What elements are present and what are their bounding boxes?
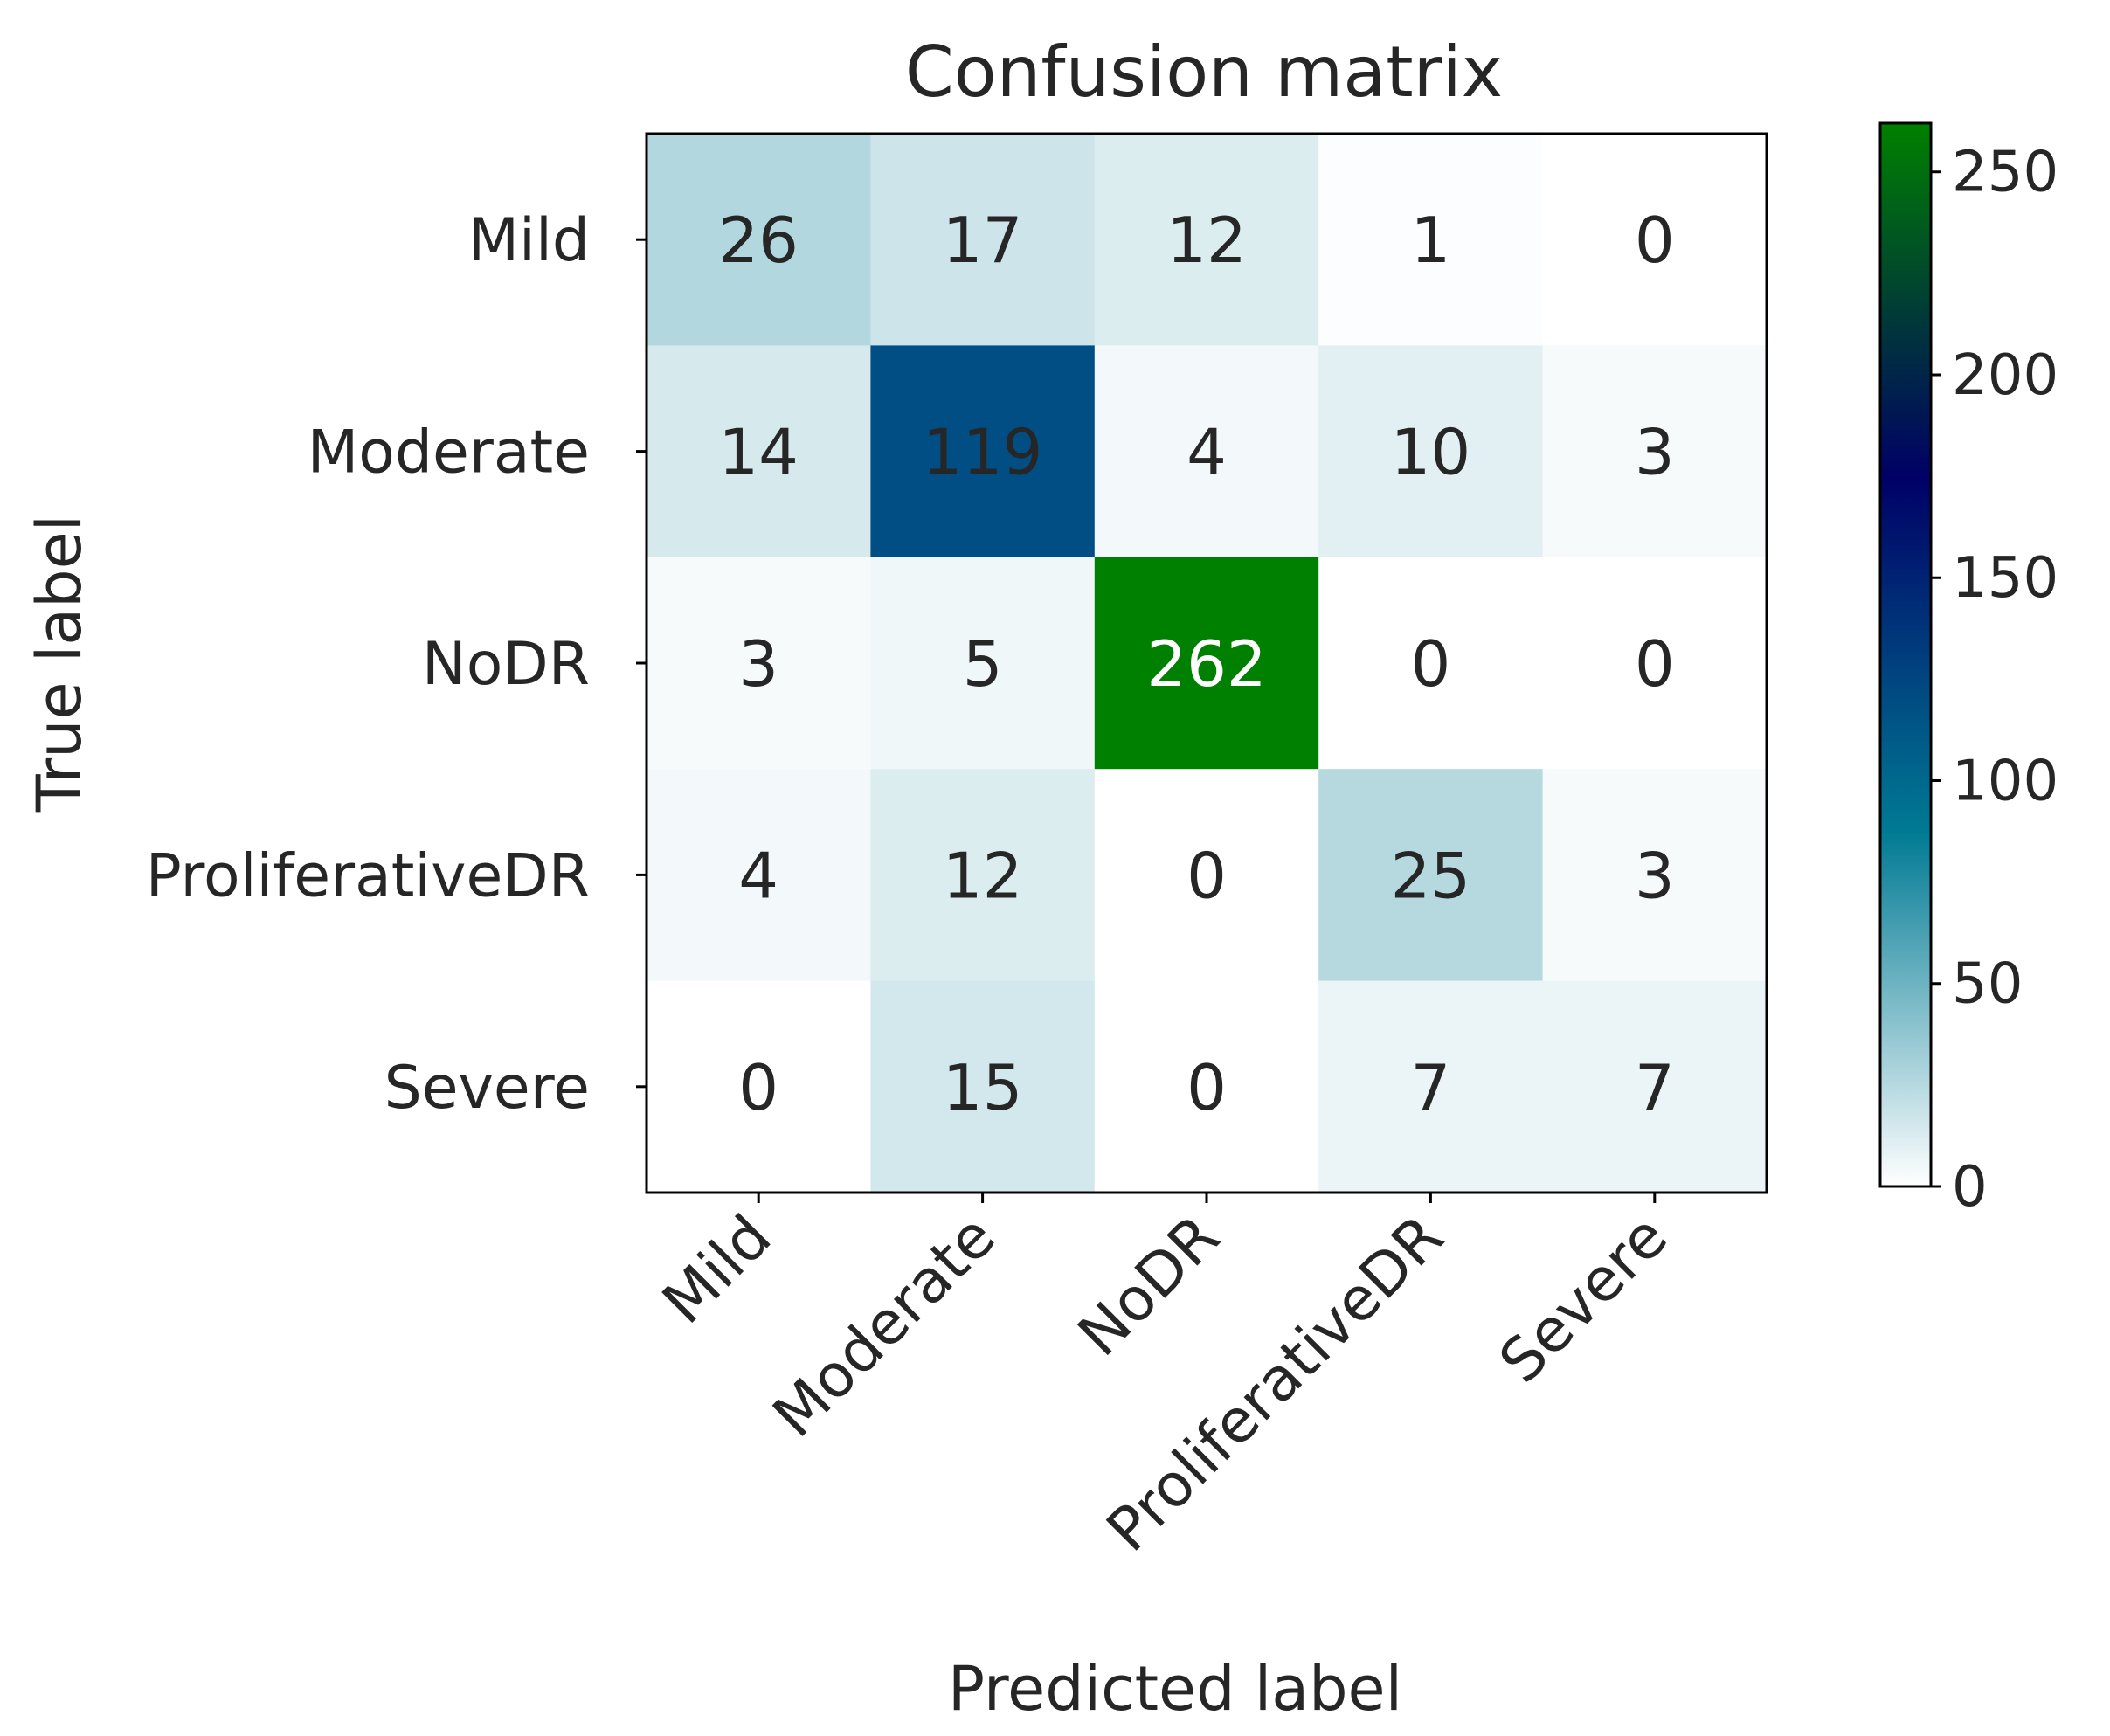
heatmap-cell xyxy=(870,345,1096,558)
heatmap-cell xyxy=(1542,769,1768,982)
cell-value-label: 0 xyxy=(1186,839,1227,912)
chart-title: Confusion matrix xyxy=(905,31,1503,113)
heatmap-cell xyxy=(647,980,871,1193)
cell-value-label: 0 xyxy=(1635,627,1675,701)
heatmap-cell xyxy=(647,345,871,558)
heatmap-cell xyxy=(1094,134,1319,346)
y-axis-label: True label xyxy=(24,515,95,813)
heatmap-cell xyxy=(870,557,1096,770)
cell-value-label: 3 xyxy=(1635,416,1675,489)
cell-value-label: 25 xyxy=(1391,839,1471,912)
y-tick-label: NoDR xyxy=(422,630,590,699)
cell-value-label: 26 xyxy=(718,204,799,277)
colorbar-tick-label: 150 xyxy=(1952,546,2058,611)
cell-value-label: 14 xyxy=(718,416,799,489)
heatmap-cell xyxy=(1542,134,1768,346)
heatmap-cell xyxy=(1542,980,1768,1193)
colorbar-tick-label: 100 xyxy=(1952,749,2058,813)
heatmap-cell xyxy=(870,980,1096,1193)
heatmap-cell xyxy=(647,134,871,346)
heatmap-cells xyxy=(647,134,1768,1193)
y-tick-label: ProliferativeDR xyxy=(146,841,590,910)
x-axis-label: Predicted label xyxy=(948,1653,1402,1725)
cell-value-label: 119 xyxy=(923,416,1042,489)
heatmap-cell xyxy=(870,769,1096,982)
x-tick-label: Severe xyxy=(1487,1202,1681,1396)
x-tick-label: Mild xyxy=(650,1202,785,1338)
colorbar-tick-label: 50 xyxy=(1952,952,2023,1017)
cell-value-label: 4 xyxy=(738,839,778,912)
heatmap-cell xyxy=(1542,345,1768,558)
heatmap-cell xyxy=(1094,557,1319,770)
cell-value-label: 7 xyxy=(1410,1051,1450,1124)
heatmap-cell xyxy=(1094,980,1319,1193)
heatmap-cell xyxy=(1094,345,1319,558)
x-tick-label: NoDR xyxy=(1065,1202,1233,1370)
cell-value-label: 10 xyxy=(1391,416,1471,489)
heatmap-cell xyxy=(1318,980,1544,1193)
cell-value-label: 15 xyxy=(943,1051,1023,1124)
cell-value-label: 7 xyxy=(1635,1051,1675,1124)
cell-value-label: 5 xyxy=(963,627,1003,701)
cell-value-label: 0 xyxy=(1635,204,1675,277)
cell-value-label: 0 xyxy=(738,1051,778,1124)
y-tick-label: Severe xyxy=(384,1054,590,1123)
heatmap-cell xyxy=(647,557,871,770)
colorbar-tick-label: 200 xyxy=(1952,343,2058,408)
cell-value-label: 1 xyxy=(1410,204,1450,277)
y-tick-label: Moderate xyxy=(308,418,590,488)
cell-value-label: 17 xyxy=(943,204,1023,277)
cell-value-label: 12 xyxy=(943,839,1023,912)
heatmap-cell xyxy=(1318,557,1544,770)
heatmap-cell xyxy=(1542,557,1768,770)
cell-value-label: 262 xyxy=(1146,627,1266,701)
heatmap-cell xyxy=(870,134,1096,346)
y-tick-label: Mild xyxy=(467,206,590,275)
heatmap-cell xyxy=(1094,769,1319,982)
colorbar xyxy=(1878,121,1933,1188)
heatmap-cell xyxy=(647,769,871,982)
colorbar-tick-label: 0 xyxy=(1952,1155,1988,1220)
heatmap-cell xyxy=(1318,134,1544,346)
colorbar-tick-label: 250 xyxy=(1952,141,2058,205)
cell-value-label: 3 xyxy=(1635,839,1675,912)
cell-value-label: 4 xyxy=(1186,416,1227,489)
heatmap-cell xyxy=(1318,769,1544,982)
cell-value-label: 3 xyxy=(738,627,778,701)
cell-value-label: 12 xyxy=(1166,204,1247,277)
cell-value-label: 0 xyxy=(1410,627,1450,701)
x-tick-label: Moderate xyxy=(760,1202,1009,1451)
colorbar-ticks: 0 50 100 150 200 250 xyxy=(1931,141,2058,1220)
cell-value-label: 0 xyxy=(1186,1051,1227,1124)
heatmap-cell xyxy=(1318,345,1544,558)
